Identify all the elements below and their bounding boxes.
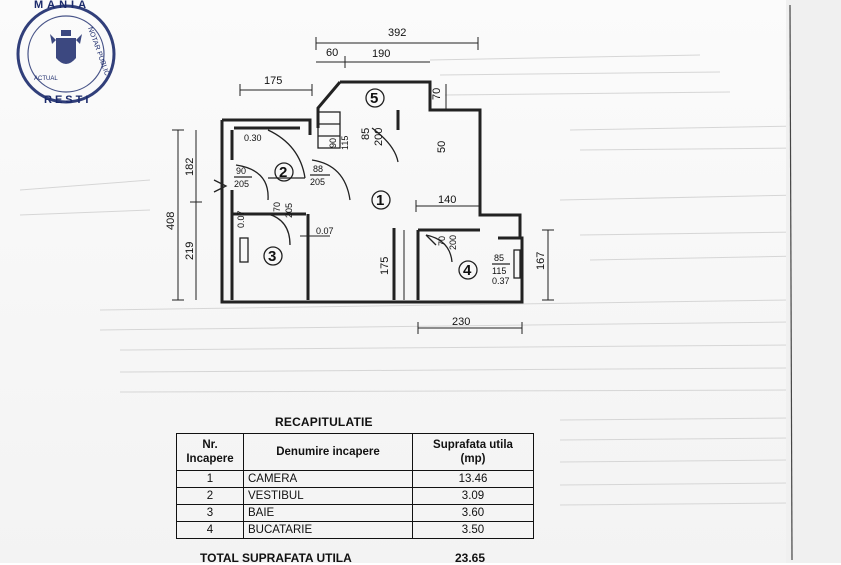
dimension-lines (172, 37, 554, 334)
door-6-height: 200 (448, 235, 458, 250)
door-7-height: 115 (492, 266, 506, 276)
svg-text:MANIA: MANIA (34, 0, 90, 11)
recap-header-row: Nr. Incapere Denumire incapere Suprafata… (176, 433, 534, 471)
header-area-line1: Suprafata utila (433, 439, 513, 451)
entrance-arrow-icon (213, 179, 228, 193)
door-7-width: 85 (494, 253, 504, 263)
dim-room-height: 175 (379, 257, 391, 275)
row-name: VESTIBUL (243, 487, 413, 505)
coat-of-arms-icon (50, 30, 82, 64)
header-area: Suprafata utila (mp) (412, 433, 534, 471)
dim-total-height: 408 (165, 212, 177, 230)
dimension-labels: 392 60 190 175 408 182 219 0.30 70 50 14… (165, 27, 547, 328)
recap-title: RECAPITULATIE (275, 415, 373, 429)
room-number-5: 5 (370, 90, 378, 107)
door-3-width: 70 (272, 202, 282, 212)
header-nr: Nr. Incapere (176, 433, 244, 471)
door-3-height: 205 (284, 203, 294, 218)
row-name: BAIE (243, 504, 413, 522)
table-row: 4 BUCATARIE 3.50 (176, 521, 534, 539)
recap-table: Nr. Incapere Denumire incapere Suprafata… (176, 433, 534, 539)
door-4-height: 115 (340, 136, 350, 150)
header-name: Denumire incapere (243, 433, 413, 471)
page-edge-line (789, 4, 793, 561)
dim-kitchen-width: 140 (438, 194, 456, 206)
header-nr-line2: Incapere (186, 453, 234, 465)
door-1-width: 90 (236, 166, 246, 176)
dim-upper-height: 182 (184, 158, 196, 176)
dim-bath-wall-2: 0.07 (316, 226, 334, 236)
door-5-height: 200 (373, 128, 385, 146)
row-nr: 3 (176, 504, 244, 522)
door-2-height: 205 (310, 177, 325, 187)
dim-wall-thin: 0.30 (244, 133, 262, 143)
room-number-2: 2 (279, 164, 287, 181)
dim-top-right-step: 190 (372, 48, 390, 60)
dim-right-height: 167 (535, 252, 547, 270)
dim-left-width: 175 (264, 75, 282, 87)
row-area: 13.46 (412, 470, 534, 488)
svg-text:ACTUAL: ACTUAL (34, 76, 58, 82)
row-name: CAMERA (243, 470, 413, 488)
notary-stamp: MANIA RESTI NOTAR PUBLIC ACTUAL (16, 0, 116, 106)
row-area: 3.60 (412, 504, 534, 522)
header-name-text: Denumire incapere (276, 446, 380, 458)
row-nr: 2 (176, 487, 244, 505)
dim-kitchen-top: 50 (436, 141, 448, 153)
room-number-3: 3 (268, 248, 276, 265)
room-number-4: 4 (463, 262, 472, 279)
interior-details (213, 111, 521, 279)
door-1-height: 205 (234, 179, 249, 189)
header-nr-line1: Nr. (202, 439, 218, 451)
door-labels: 90 205 88 205 70 205 90 115 85 200 70 20… (234, 128, 510, 276)
door-6-width: 70 (437, 236, 447, 246)
room-numbers: 1 2 3 4 5 (263, 88, 478, 280)
row-nr: 1 (176, 470, 244, 488)
header-area-line2: (mp) (460, 453, 486, 465)
door-5-width: 85 (360, 128, 372, 140)
door-2-width: 88 (313, 164, 323, 174)
dim-total-width: 392 (388, 27, 406, 39)
dim-lower-height: 219 (184, 242, 196, 260)
room-number-1: 1 (376, 192, 384, 209)
total-label: TOTAL SUPRAFATA UTILA (200, 551, 352, 565)
dim-bath-wall: 0.07 (236, 210, 246, 228)
dim-top-left-step: 60 (326, 47, 338, 59)
door-4-width: 90 (328, 138, 338, 148)
dim-kitchen-wall: 0.37 (492, 276, 510, 286)
dim-bottom-width: 230 (452, 316, 470, 328)
row-nr: 4 (176, 521, 244, 539)
table-row: 2 VESTIBUL 3.09 (176, 487, 534, 505)
row-area: 3.09 (412, 487, 534, 505)
table-row: 1 CAMERA 13.46 (176, 470, 534, 488)
svg-text:RESTI: RESTI (44, 94, 91, 106)
right-margin-shade (786, 0, 841, 563)
row-name: BUCATARIE (243, 521, 413, 539)
dim-balcony-height: 70 (431, 88, 443, 100)
row-area: 3.50 (412, 521, 534, 539)
table-row: 3 BAIE 3.60 (176, 504, 534, 522)
total-value: 23.65 (455, 551, 486, 565)
